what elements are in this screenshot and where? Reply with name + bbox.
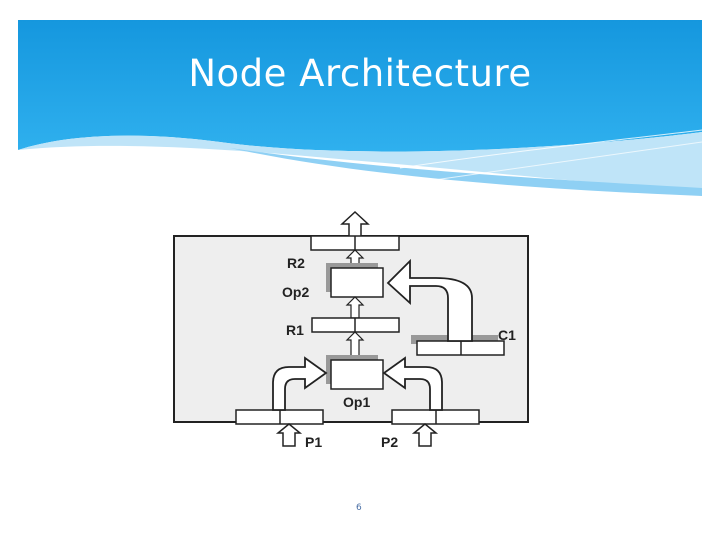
label-c1: C1 xyxy=(498,327,516,343)
label-r2: R2 xyxy=(287,255,305,271)
register-r1 xyxy=(311,317,400,333)
arrow-p1-to-op1 xyxy=(272,356,328,411)
label-op2: Op2 xyxy=(282,284,309,300)
slide-title: Node Architecture xyxy=(188,52,532,95)
operator-op2 xyxy=(326,263,384,298)
label-r1: R1 xyxy=(286,322,304,338)
label-p2: P2 xyxy=(381,434,398,450)
register-p1 xyxy=(235,409,324,425)
header-band xyxy=(18,20,703,196)
input-arrow-p1 xyxy=(275,423,303,447)
register-p2 xyxy=(391,409,480,425)
label-op1: Op1 xyxy=(343,394,370,410)
label-p1: P1 xyxy=(305,434,322,450)
operator-op1 xyxy=(326,355,384,390)
output-arrow xyxy=(340,210,370,239)
register-r2 xyxy=(310,235,400,251)
feedback-arrow-c1-to-op2 xyxy=(386,258,473,342)
input-arrow-p2 xyxy=(411,423,439,447)
arrow-r1-to-op2 xyxy=(345,296,365,319)
arrow-p2-to-op1 xyxy=(382,356,443,411)
page-number: 6 xyxy=(356,503,362,513)
